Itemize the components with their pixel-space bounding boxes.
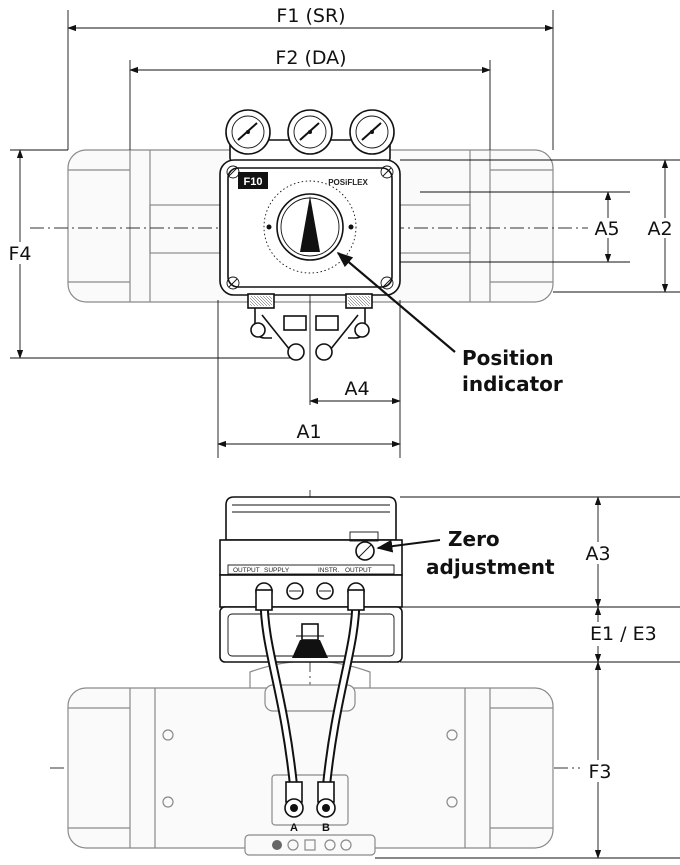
extension-lines-side xyxy=(375,496,680,859)
dimension-a4: A4 xyxy=(309,378,401,405)
position-indicator-label-line2: indicator xyxy=(462,372,563,396)
dimension-a5: A5 xyxy=(588,191,628,263)
callout-position-indicator: Position indicator xyxy=(336,251,563,396)
side-view: OUTPUT SUPPLY INSTR. OUTPUT xyxy=(50,490,680,859)
dimension-a5-label: A5 xyxy=(594,218,619,240)
mounting-bracket xyxy=(219,606,403,663)
dimension-a1: A1 xyxy=(217,421,401,448)
top-view: F10 POSiFLEX xyxy=(2,5,680,458)
dimension-a3: A3 xyxy=(578,496,618,608)
dimension-f4: F4 xyxy=(2,149,38,359)
dimension-f3-label: F3 xyxy=(588,761,611,783)
pressure-gauges xyxy=(225,109,395,163)
callout-zero-adjustment: Zero adjustment xyxy=(376,527,555,579)
dimension-f2-label: F2 (DA) xyxy=(275,47,346,69)
dimension-a2: A2 xyxy=(640,159,680,293)
dimension-f4-label: F4 xyxy=(8,243,31,265)
dimension-f1-label: F1 (SR) xyxy=(276,5,345,27)
dimension-a4-label: A4 xyxy=(344,378,369,400)
air-tubing xyxy=(255,589,365,818)
dimension-f2: F2 (DA) xyxy=(129,47,491,74)
port-a-label: A xyxy=(290,822,298,834)
dimension-e1-e3-label: E1 / E3 xyxy=(590,623,657,645)
gauge-left xyxy=(225,109,271,155)
dimension-a1-label: A1 xyxy=(296,421,321,443)
zero-adjustment-label-line2: adjustment xyxy=(426,555,555,579)
positioner-side: OUTPUT SUPPLY INSTR. OUTPUT xyxy=(219,496,403,608)
positioner-housing: F10 POSiFLEX xyxy=(219,159,401,296)
gauge-right xyxy=(349,109,395,155)
dimension-a3-label: A3 xyxy=(585,543,610,565)
dimension-f1: F1 (SR) xyxy=(67,5,554,32)
port-label-output-left: OUTPUT xyxy=(233,567,260,574)
position-indicator-label-line1: Position xyxy=(462,346,554,370)
port-label-instr: INSTR. xyxy=(318,567,340,574)
dimension-e1-e3: E1 / E3 xyxy=(588,606,680,663)
actuator-body-side xyxy=(67,660,554,856)
model-badge xyxy=(238,172,268,189)
brand-logo-text: POSiFLEX xyxy=(328,178,368,187)
port-b-label: B xyxy=(322,822,330,834)
dimension-f3: F3 xyxy=(580,661,620,859)
port-label-output-right: OUTPUT xyxy=(345,567,372,574)
port-label-supply: SUPPLY xyxy=(264,567,290,574)
air-fittings-top xyxy=(247,293,373,361)
model-badge-label: F10 xyxy=(244,176,263,188)
position-indicator-dial xyxy=(263,180,357,274)
dimension-a2-label: A2 xyxy=(647,218,672,240)
zero-adjustment-label-line1: Zero xyxy=(448,527,500,551)
gauge-center xyxy=(287,109,333,155)
